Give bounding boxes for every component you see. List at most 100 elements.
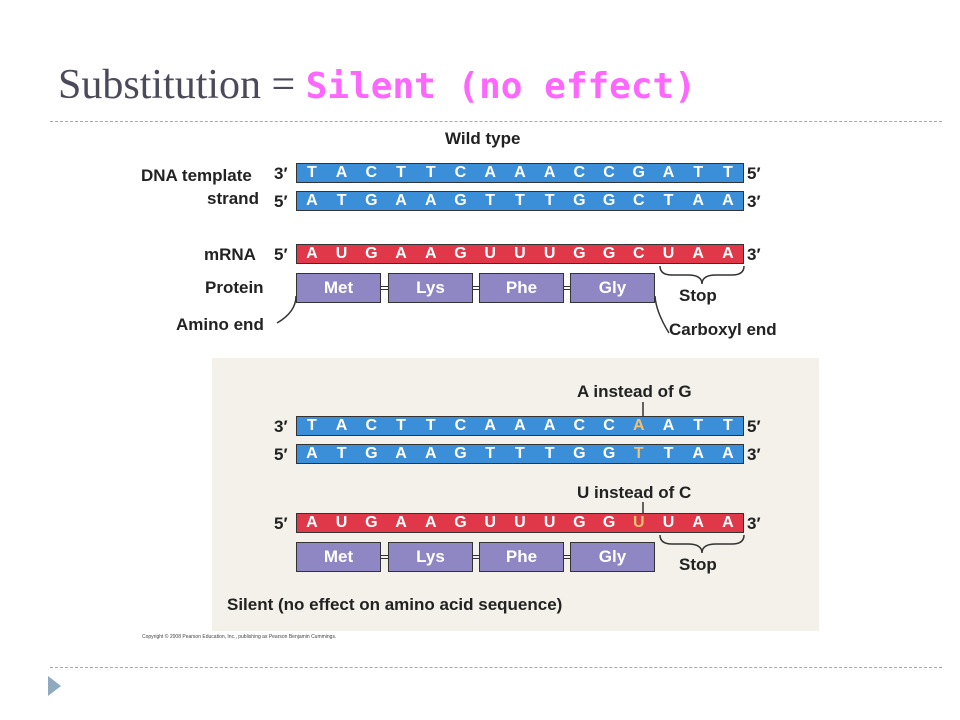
nucleotide: T (663, 192, 674, 209)
mut-coding-end-left: 5′ (274, 445, 288, 464)
nucleotide: T (425, 417, 436, 434)
wt-coding-end-right: 3′ (747, 192, 761, 211)
mut-amino-acid-phe: Phe (479, 542, 564, 572)
mut-amino-acid-gly: Gly (570, 542, 655, 572)
nucleotide: C (365, 417, 378, 434)
carboxyl-end-leader (654, 295, 670, 334)
nucleotide: A (424, 245, 437, 262)
bottom-divider (50, 667, 942, 668)
mut-template-end-left: 3′ (274, 417, 288, 436)
nucleotide: G (602, 445, 616, 462)
mut-amino-acid-lys: Lys (388, 542, 473, 572)
nucleotide: C (454, 164, 467, 181)
nucleotide: A (395, 245, 407, 262)
title-prefix: Substitution = (58, 62, 306, 108)
nucleotide: T (485, 192, 496, 209)
wt-coding-end-left: 5′ (274, 192, 288, 211)
nucleotide: U (543, 514, 556, 531)
mut-mrna-end-right: 3′ (747, 514, 761, 533)
mrna-change-label: U instead of C (577, 483, 692, 502)
mut-template-end-right: 5′ (747, 417, 761, 436)
nucleotide: U (335, 245, 348, 262)
peptide-bond (472, 555, 481, 559)
nucleotide: A (424, 445, 437, 462)
nucleotide: G (454, 192, 467, 209)
nucleotide: G (573, 445, 586, 462)
nucleotide: A (424, 192, 437, 209)
peptide-bond (380, 286, 389, 290)
nucleotide: T (336, 192, 347, 209)
peptide-bond (563, 286, 572, 290)
nucleotide: G (602, 192, 616, 209)
peptide-bond (380, 555, 389, 559)
nucleotide: C (632, 192, 645, 209)
title-highlight: Silent (no effect) (305, 66, 696, 107)
nucleotide: G (573, 192, 586, 209)
nucleotide: U (484, 514, 496, 531)
nucleotide: A (692, 245, 704, 262)
nucleotide: T (396, 164, 406, 181)
nucleotide: C (603, 164, 615, 181)
nucleotide: T (306, 164, 317, 181)
nucleotide: A (692, 445, 704, 462)
nucleotide: A (306, 445, 318, 462)
nucleotide: T (515, 192, 525, 209)
nucleotide: A (722, 245, 734, 262)
nucleotide: A (662, 417, 675, 434)
nucleotide: U (632, 514, 645, 531)
nucleotide: T (425, 164, 436, 181)
dna-change-label: A instead of G (577, 382, 692, 401)
nucleotide: A (395, 445, 407, 462)
top-divider (50, 121, 942, 122)
nucleotide: A (543, 164, 556, 181)
nucleotide: G (602, 514, 616, 531)
nucleotide: T (306, 417, 317, 434)
nucleotide: U (662, 514, 675, 531)
nucleotide: U (514, 514, 526, 531)
mut-stop-brace (659, 534, 745, 554)
nucleotide: A (722, 514, 734, 531)
nucleotide: A (692, 514, 704, 531)
copyright-notice: Copyright © 2008 Pearson Education, Inc.… (142, 634, 337, 640)
nucleotide: C (573, 417, 586, 434)
nucleotide: T (693, 417, 704, 434)
nucleotide: G (454, 445, 467, 462)
silent-caption: Silent (no effect on amino acid sequence… (227, 595, 563, 614)
nucleotide: U (543, 245, 556, 262)
wt-stop-brace (659, 265, 745, 285)
nucleotide: C (632, 245, 645, 262)
slide-title: Substitution = Silent (no effect) (58, 64, 696, 106)
nucleotide: A (335, 417, 348, 434)
mutant-panel (212, 358, 819, 631)
nucleotide: A (306, 245, 318, 262)
strand-label: strand (207, 189, 259, 208)
nucleotide: C (603, 417, 615, 434)
nucleotide: G (454, 514, 467, 531)
nucleotide: T (633, 445, 644, 462)
nucleotide: A (722, 192, 734, 209)
mut-amino-acid-met: Met (296, 542, 381, 572)
nucleotide: T (723, 417, 733, 434)
nucleotide: A (514, 417, 526, 434)
nucleotide: G (365, 245, 378, 262)
nucleotide: G (602, 245, 616, 262)
wt-amino-acid-phe: Phe (479, 273, 564, 303)
wt-amino-acid-lys: Lys (388, 273, 473, 303)
nucleotide: T (544, 445, 555, 462)
nucleotide: A (662, 164, 675, 181)
peptide-bond (563, 555, 572, 559)
carboxyl-end-label: Carboxyl end (669, 320, 777, 339)
nucleotide: A (424, 514, 437, 531)
nucleotide: G (573, 514, 586, 531)
wt-mrna-end-right: 3′ (747, 245, 761, 264)
protein-label: Protein (205, 278, 264, 297)
nucleotide: U (662, 245, 675, 262)
nucleotide: A (543, 417, 556, 434)
nucleotide: A (395, 514, 407, 531)
nucleotide: T (485, 445, 496, 462)
